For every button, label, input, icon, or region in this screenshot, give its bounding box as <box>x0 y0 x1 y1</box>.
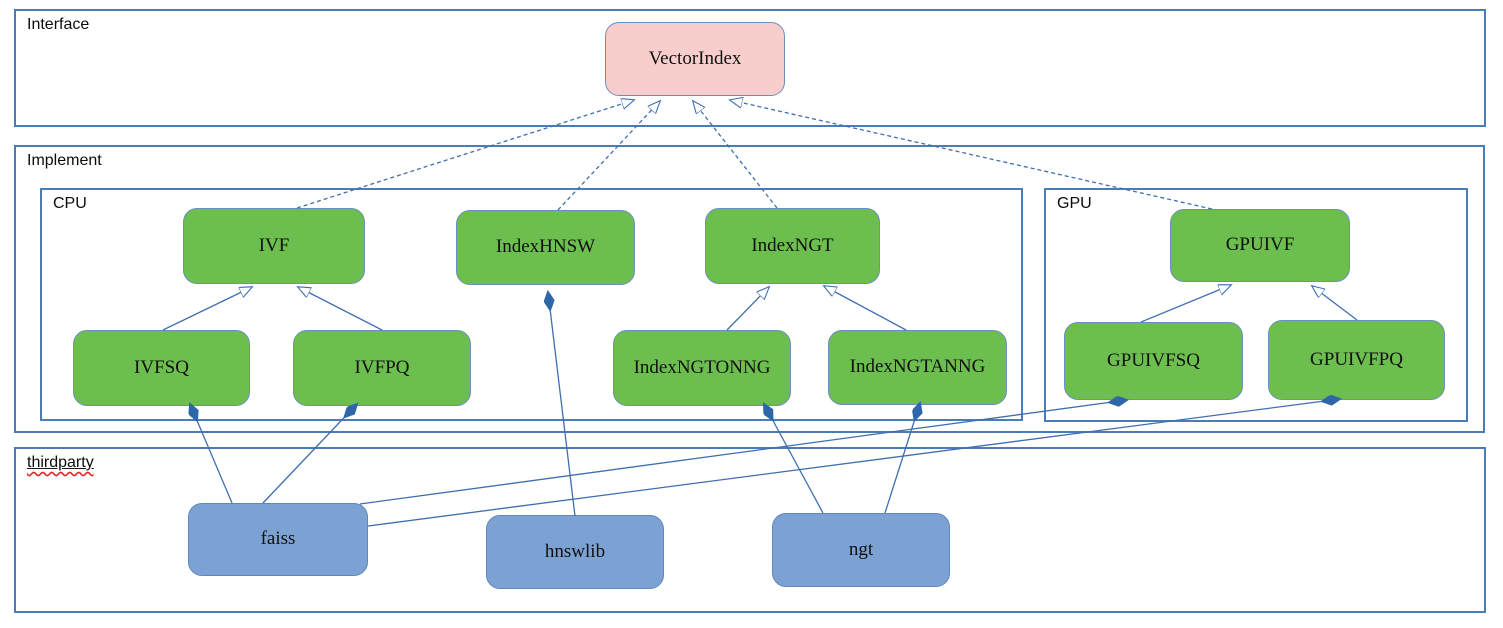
node-gpuivf-label: GPUIVF <box>1225 234 1295 256</box>
node-ngt-label: ngt <box>848 538 874 560</box>
thirdparty-container-label: thirdparty <box>27 454 94 472</box>
node-gpuivfsq: GPUIVFSQ <box>1064 322 1243 400</box>
node-vectorindex: VectorIndex <box>605 22 785 96</box>
node-gpuivfpq-label: GPUIVFPQ <box>1310 348 1403 370</box>
node-vectorindex-label: VectorIndex <box>648 47 742 69</box>
node-gpuivfpq: GPUIVFPQ <box>1268 320 1445 400</box>
node-indexngt: IndexNGT <box>705 208 880 284</box>
node-gpuivf: GPUIVF <box>1170 209 1350 282</box>
node-faiss: faiss <box>188 503 368 576</box>
node-indexngt-label: IndexNGT <box>751 234 834 256</box>
node-indexngtonng-label: IndexNGTONNG <box>633 356 771 378</box>
node-faiss-label: faiss <box>260 528 296 550</box>
node-ivfsq-label: IVFSQ <box>134 356 189 378</box>
node-ivf-label: IVF <box>258 234 290 256</box>
node-ivf: IVF <box>183 208 365 284</box>
node-ivfpq: IVFPQ <box>293 330 471 406</box>
node-indexngtonng: IndexNGTONNG <box>613 330 791 406</box>
node-gpuivfsq-label: GPUIVFSQ <box>1107 349 1200 371</box>
gpu-container-label: GPU <box>1057 195 1092 212</box>
node-indexngtanng: IndexNGTANNG <box>828 330 1007 405</box>
node-indexngtanng-label: IndexNGTANNG <box>849 356 986 378</box>
implement-container-label: Implement <box>27 152 102 169</box>
node-indexhnsw-label: IndexHNSW <box>495 236 596 258</box>
cpu-container-label: CPU <box>53 195 87 212</box>
node-indexhnsw: IndexHNSW <box>456 210 635 285</box>
thirdparty-label-misspelled-text: thirdparty <box>27 454 94 471</box>
node-ivfsq: IVFSQ <box>73 330 250 406</box>
node-hnswlib-label: hnswlib <box>544 540 606 562</box>
interface-container-label: Interface <box>27 16 90 33</box>
node-hnswlib: hnswlib <box>486 515 664 589</box>
node-ngt: ngt <box>772 513 950 587</box>
node-ivfpq-label: IVFPQ <box>354 356 410 378</box>
